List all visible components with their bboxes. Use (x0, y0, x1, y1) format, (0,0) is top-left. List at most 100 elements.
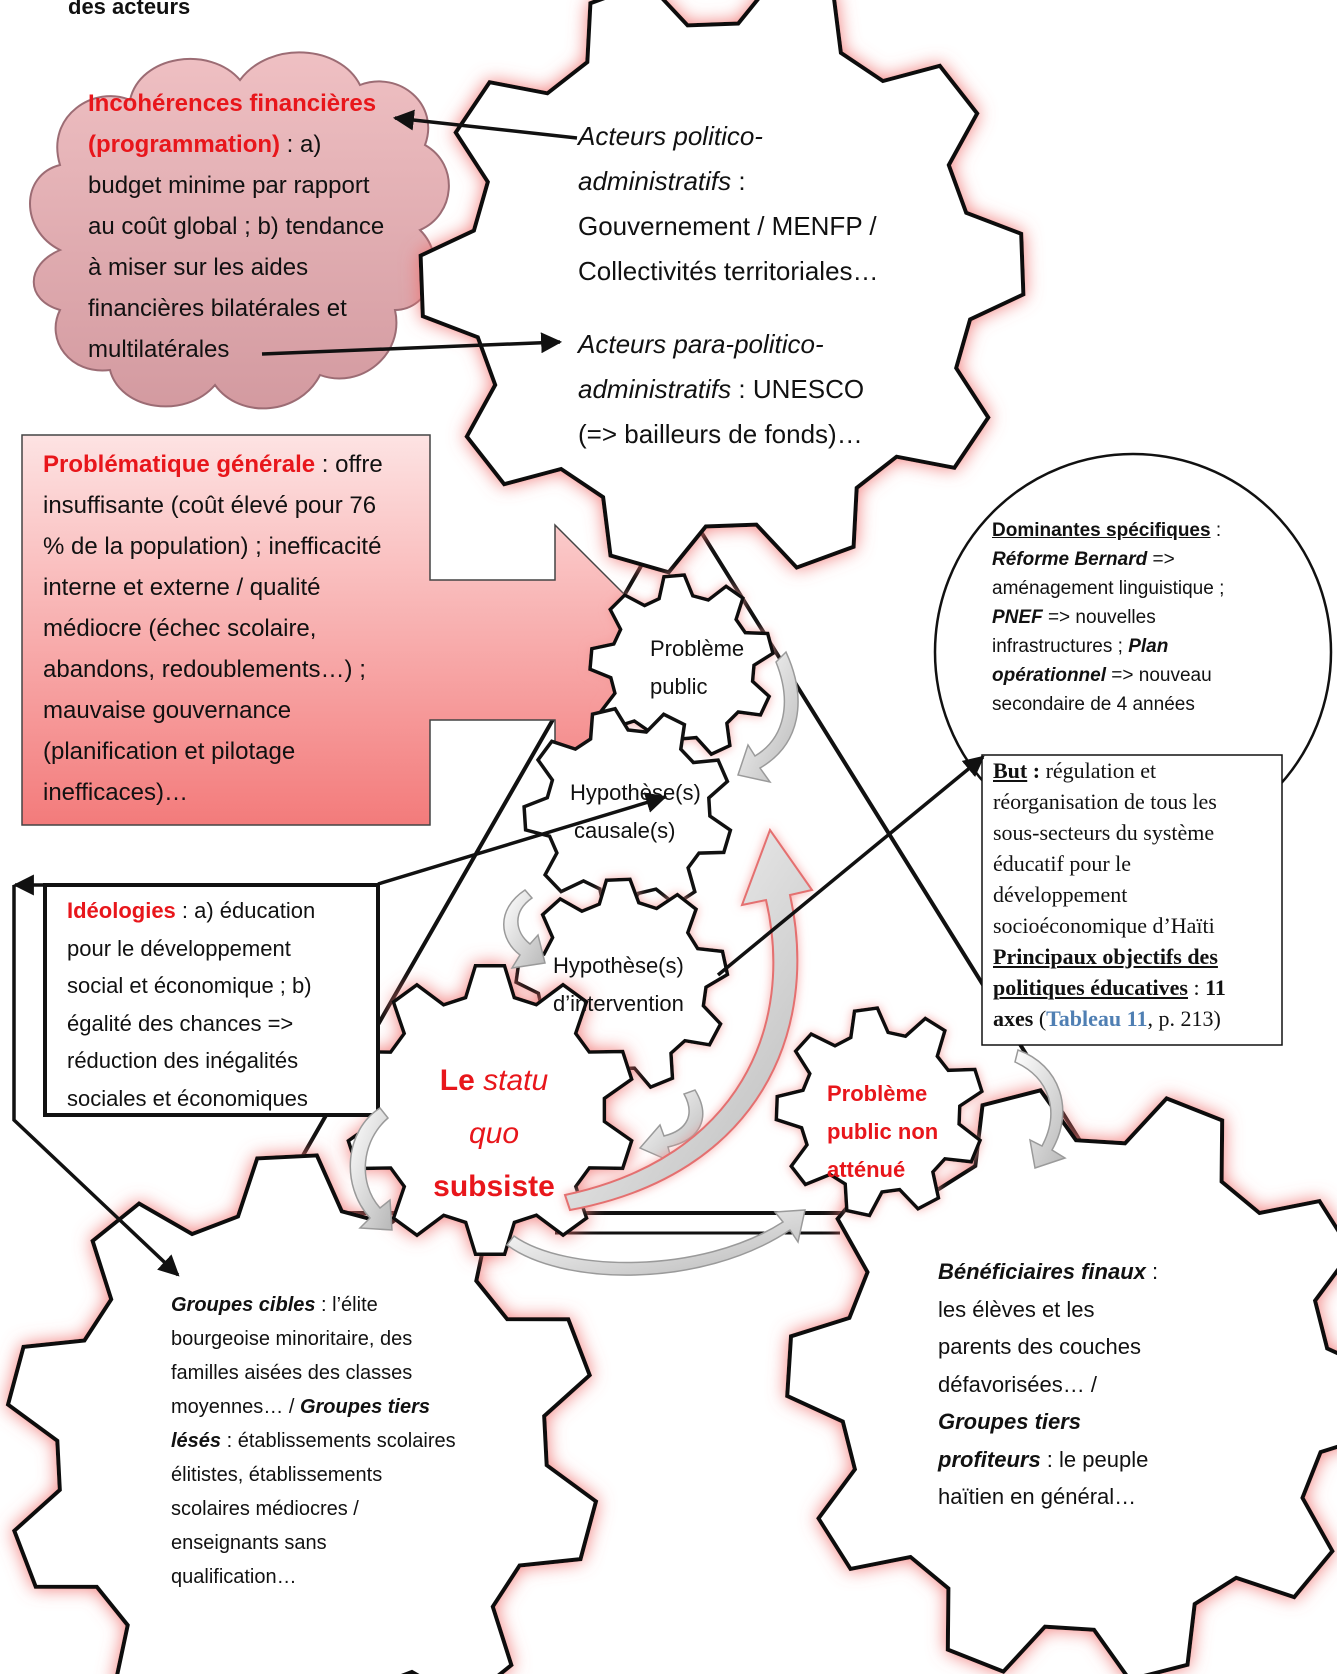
dominantes-title: Dominantes spécifiques (992, 520, 1211, 541)
cloud-line: multilatérales (88, 336, 230, 363)
cycle-arrow-5 (505, 1209, 806, 1276)
gear-top-acteurs (418, 0, 1026, 575)
groupes-line: élitistes, établissements (171, 1464, 383, 1486)
dominantes-item2-line2: infrastructures ; (992, 636, 1123, 657)
para-line3: (=> bailleurs de fonds)… (578, 419, 863, 449)
ideologies-line: égalité des chances => (67, 1010, 294, 1036)
cloud-text: Incohérences financières (programmation)… (88, 83, 384, 370)
but-sep: : (1027, 758, 1041, 783)
problematique-line: % de la population) ; inefficacité (43, 533, 382, 560)
but-rest: régulation et (1040, 758, 1157, 783)
cycle-arrow-3 (638, 1089, 704, 1164)
statu-quo-le: Le (439, 1064, 475, 1097)
but-title: But (993, 758, 1028, 783)
beneficiaires-tiers-rest: : le peuple (1040, 1446, 1149, 1472)
beneficiaires-tiers-title-2: profiteurs (938, 1446, 1041, 1472)
hypothese-causale-line: Hypothèse(s) (570, 780, 701, 805)
groupes-title: Groupes cibles (171, 1294, 316, 1316)
cycle-arrow-6 (1014, 1049, 1067, 1169)
ideologies-line: réduction des inégalités (67, 1048, 299, 1073)
cloud-line: budget minime par rapport (88, 172, 370, 199)
beneficiaires-text: Bénéficiaires finaux : les élèves et les… (938, 1253, 1158, 1516)
groupes-line: qualification… (171, 1566, 297, 1588)
dominantes-item1: Réforme Bernard (992, 549, 1148, 570)
but-text: But : régulation et réorganisation de to… (993, 755, 1226, 1034)
objectifs-line2: politiques éducatives (993, 975, 1188, 1000)
cloud-line: à miser sur les aides (88, 254, 309, 281)
dominantes-item1-line2: aménagement linguistique ; (992, 578, 1225, 599)
cycle-arrow-2 (503, 889, 546, 969)
statu-quo-statu: statu (483, 1064, 549, 1097)
non-attenue-line: public non (827, 1119, 939, 1144)
groupes-line: familles aisées des classes (171, 1362, 413, 1384)
dominantes-text: Dominantes spécifiques : Réforme Bernard… (992, 516, 1224, 719)
ideologies-line: sociales et économiques (67, 1085, 308, 1111)
gear-non-attenue-label: Problème public non atténué (827, 1075, 938, 1189)
dominantes-item2: PNEF (992, 607, 1043, 628)
probleme-public-line: public (650, 674, 708, 699)
tableau-link[interactable]: Tableau 11 (1046, 1006, 1148, 1031)
problematique-line: abandons, redoublements…) ; (43, 656, 366, 683)
beneficiaires-line: défavorisées… / (938, 1371, 1097, 1397)
but-line: réorganisation de tous les (993, 789, 1217, 814)
cycle-arrow-4 (349, 1107, 393, 1231)
groupes-tiers-title: Groupes tiers (299, 1396, 430, 1418)
ideologies-text: Idéologies : a) éducation pour le dévelo… (67, 892, 315, 1117)
gear-statu-quo-label: Le statu quo subsiste (414, 1054, 574, 1213)
acteurs-line: Gouvernement / MENFP / (578, 211, 877, 241)
dominantes-item3-line3: secondaire de 4 années (992, 694, 1195, 715)
arrow-acteurs-to-cloud (392, 109, 578, 140)
ideologies-rest: : a) éducation (175, 898, 316, 923)
problematique-line: médiocre (échec scolaire, (43, 615, 317, 642)
dominantes-item3-a: Plan (1128, 636, 1169, 657)
acteurs-line: Collectivités territoriales… (578, 256, 879, 286)
groupes-line: enseignants sans (171, 1532, 327, 1554)
dominantes-item2-rest: => nouvelles (1042, 607, 1156, 628)
hypothese-intervention-line: d’intervention (553, 991, 684, 1016)
acteurs-title-line2: administratifs (578, 166, 732, 196)
non-attenue-line: atténué (827, 1157, 906, 1182)
para-rest: : UNESCO (731, 374, 865, 404)
gear-probleme-public (588, 573, 776, 761)
problematique-line: inefficaces)… (43, 779, 188, 806)
gear-beneficiaires (785, 1088, 1337, 1674)
non-attenue-line: Problème (827, 1081, 928, 1106)
groupes-line: scolaires médiocres / (171, 1498, 359, 1520)
ideologies-box (43, 883, 380, 1117)
but-box (981, 754, 1283, 1046)
objectifs-line1: Principaux objectifs des (993, 944, 1218, 969)
cloud-line: financières bilatérales et (88, 295, 347, 322)
statu-quo-subsiste: subsiste (433, 1170, 555, 1203)
gear-probleme-public-label: Problème public (650, 630, 744, 706)
beneficiaires-line: les élèves et les (938, 1296, 1095, 1322)
groupes-tiers-rest: : établissements scolaires (221, 1430, 456, 1452)
cloud-title-line2: (programmation) (88, 131, 280, 158)
connector-arrows (12, 109, 985, 1277)
arrow-cloud-to-para (261, 332, 563, 356)
para-title-line1: Acteurs para-politico- (578, 329, 824, 359)
gear-non-attenue (774, 1006, 984, 1218)
problematique-line: (planification et pilotage (43, 738, 296, 765)
beneficiaires-line: haïtien en général… (938, 1484, 1137, 1509)
beneficiaires-line: parents des couches (938, 1334, 1142, 1359)
problematique-title: Problématique générale (43, 451, 316, 478)
dominantes-item3-rest: => nouveau (1106, 665, 1212, 686)
top-gear-acteurs-politico: Acteurs politico- administratifs : Gouve… (578, 114, 879, 294)
problematique-text: Problématique générale : offre insuffisa… (43, 444, 383, 813)
arrow-intervention-to-but (716, 755, 985, 977)
problematique-rest: : offre (315, 451, 383, 478)
groupes-line: moyennes… / (171, 1396, 300, 1418)
problematique-line: mauvaise gouvernance (43, 697, 292, 724)
cycle-arrow-1 (737, 650, 799, 784)
cloud-title-line1: Incohérences financières (88, 90, 377, 117)
problematique-line: interne et externe / qualité (43, 574, 321, 601)
dominantes-item3-b: opérationnel (992, 665, 1107, 686)
cycle-arrows (349, 650, 1067, 1276)
arrow-ideo-to-hypothese (377, 792, 668, 886)
top-gear-acteurs-para: Acteurs para-politico- administratifs : … (578, 322, 864, 457)
big-red-arrow (563, 827, 814, 1212)
cloud-line: au coût global ; b) tendance (88, 213, 385, 240)
problematique-line: insuffisante (coût élevé pour 76 (43, 492, 377, 519)
but-line: socioéconomique d’Haïti (993, 913, 1215, 938)
